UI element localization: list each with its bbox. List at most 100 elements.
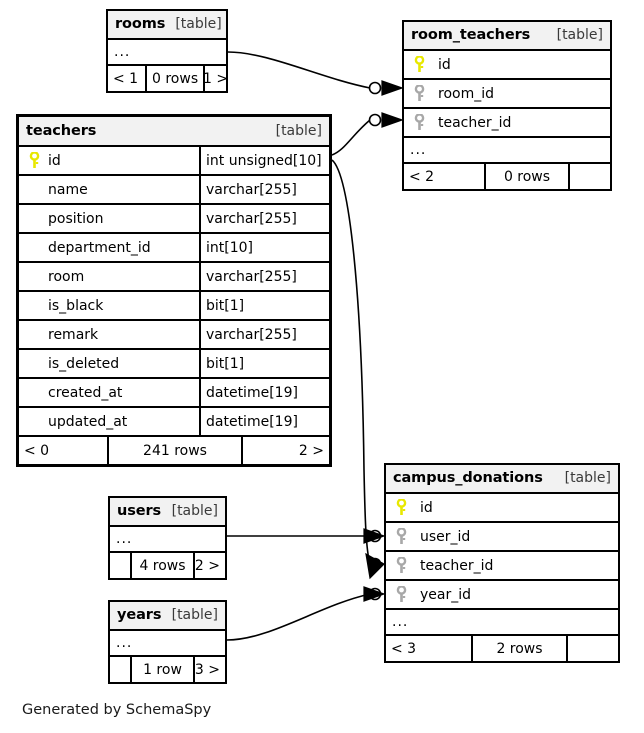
column-name: id	[438, 56, 451, 73]
optional-marker-donation-teacher_id	[368, 557, 382, 571]
next-degree-link[interactable]: 3 >	[193, 657, 225, 682]
column-type: int unsigned[10]	[199, 147, 329, 174]
collapsed-columns-indicator[interactable]: ...	[110, 527, 225, 553]
column-type: varchar[255]	[199, 321, 329, 348]
foreign-key-icon	[392, 528, 411, 545]
table-footer-years: 1 row 3 >	[110, 657, 225, 682]
table-header-years: years [table]	[110, 602, 225, 631]
column-row-is_black[interactable]: is_black bit[1]	[19, 292, 329, 321]
table-node-room_teachers[interactable]: room_teachers [table] id room_id	[402, 20, 612, 191]
table-node-campus_donations[interactable]: campus_donations [table] id user_id	[384, 463, 620, 663]
prev-degree-link[interactable]	[110, 657, 130, 682]
edge-teachers-campus_donations	[331, 159, 371, 565]
column-row-room[interactable]: room varchar[255]	[19, 263, 329, 292]
many-marker-room_id	[381, 80, 404, 96]
column-row-teacher_id[interactable]: teacher_id	[386, 552, 618, 581]
column-name: teacher_id	[420, 557, 494, 574]
table-footer-teachers: < 0 241 rows 2 >	[19, 437, 329, 464]
column-type: varchar[255]	[199, 205, 329, 232]
prev-degree-link[interactable]: < 3	[391, 640, 417, 657]
column-name: room	[48, 268, 85, 285]
column-row-name[interactable]: name varchar[255]	[19, 176, 329, 205]
table-header-rooms: rooms [table]	[108, 11, 226, 40]
table-title-teachers: teachers	[26, 122, 97, 139]
column-row-id[interactable]: id	[386, 494, 618, 523]
next-degree-link[interactable]: 1 >	[203, 66, 233, 91]
column-name: room_id	[438, 85, 494, 102]
table-type-tag: [table]	[556, 27, 603, 43]
prev-degree-link[interactable]	[110, 553, 130, 578]
column-row-id[interactable]: id int unsigned[10]	[19, 147, 329, 176]
column-name: id	[48, 152, 61, 169]
column-row-teacher_id[interactable]: teacher_id	[404, 109, 610, 138]
table-node-teachers[interactable]: teachers [table] id int unsigned[10] nam…	[16, 114, 332, 467]
column-row-id[interactable]: id	[404, 51, 610, 80]
column-type: datetime[19]	[199, 408, 329, 435]
next-degree-link[interactable]: 2 >	[241, 437, 329, 464]
column-row-user_id[interactable]: user_id	[386, 523, 618, 552]
column-row-room_id[interactable]: room_id	[404, 80, 610, 109]
column-name: user_id	[420, 528, 471, 545]
column-row-created_at[interactable]: created_at datetime[19]	[19, 379, 329, 408]
foreign-key-icon	[410, 85, 429, 102]
column-row-is_deleted[interactable]: is_deleted bit[1]	[19, 350, 329, 379]
next-degree-link[interactable]	[568, 164, 610, 189]
column-name: is_deleted	[48, 355, 120, 372]
prev-degree-link[interactable]: < 0	[24, 442, 50, 459]
table-header-users: users [table]	[110, 498, 225, 527]
primary-key-icon	[392, 499, 411, 516]
optional-marker-year_id	[368, 587, 382, 601]
column-row-department_id[interactable]: department_id int[10]	[19, 234, 329, 263]
column-name: year_id	[420, 586, 472, 603]
edge-years-campus_donations	[226, 593, 371, 641]
column-row-remark[interactable]: remark varchar[255]	[19, 321, 329, 350]
optional-marker-user_id	[368, 529, 382, 543]
column-type: int[10]	[199, 234, 329, 261]
collapsed-columns-indicator[interactable]: ...	[108, 40, 226, 66]
table-node-users[interactable]: users [table] ... 4 rows 2 >	[108, 496, 227, 580]
foreign-key-icon	[392, 557, 411, 574]
table-footer-rooms: < 1 0 rows 1 >	[108, 66, 228, 91]
table-header-teachers: teachers [table]	[19, 117, 329, 147]
column-name: updated_at	[48, 413, 128, 430]
table-node-rooms[interactable]: rooms [table] ... < 1 0 rows 1 >	[106, 9, 228, 93]
table-title-years: years	[117, 607, 162, 623]
many-marker-year_id	[363, 586, 386, 602]
column-name: id	[420, 499, 433, 516]
column-type: bit[1]	[199, 350, 329, 377]
edge-rooms-room_teachers	[227, 51, 371, 89]
table-title-rooms: rooms	[115, 16, 166, 32]
table-header-campus_donations: campus_donations [table]	[386, 465, 618, 494]
generator-credit: Generated by SchemaSpy	[22, 702, 212, 718]
table-header-room_teachers: room_teachers [table]	[404, 22, 610, 51]
column-row-updated_at[interactable]: updated_at datetime[19]	[19, 408, 329, 437]
table-footer-campus_donations: < 3 2 rows	[386, 636, 618, 661]
primary-key-icon	[410, 56, 429, 73]
prev-degree-link[interactable]: < 2	[409, 168, 435, 185]
next-degree-link[interactable]: 2 >	[193, 553, 225, 578]
primary-key-icon	[25, 152, 44, 169]
column-name: teacher_id	[438, 114, 512, 131]
column-type: varchar[255]	[199, 176, 329, 203]
table-type-tag: [table]	[564, 470, 611, 486]
next-degree-link[interactable]	[566, 636, 618, 661]
column-name: position	[48, 210, 104, 227]
edge-teachers-room_teachers	[331, 119, 371, 156]
row-count: 2 rows	[471, 636, 566, 661]
row-count: 241 rows	[107, 437, 241, 464]
column-row-year_id[interactable]: year_id	[386, 581, 618, 610]
collapsed-columns-indicator[interactable]: ...	[404, 138, 610, 164]
table-node-years[interactable]: years [table] ... 1 row 3 >	[108, 600, 227, 684]
table-footer-room_teachers: < 2 0 rows	[404, 164, 610, 189]
table-type-tag: [table]	[275, 122, 322, 139]
column-name: is_black	[48, 297, 104, 314]
column-row-position[interactable]: position varchar[255]	[19, 205, 329, 234]
row-count: 1 row	[130, 657, 193, 682]
prev-degree-link[interactable]: < 1	[113, 70, 139, 87]
table-type-tag: [table]	[171, 607, 218, 623]
table-type-tag: [table]	[171, 503, 218, 519]
column-name: created_at	[48, 384, 123, 401]
collapsed-columns-indicator[interactable]: ...	[386, 610, 618, 636]
collapsed-columns-indicator[interactable]: ...	[110, 631, 225, 657]
